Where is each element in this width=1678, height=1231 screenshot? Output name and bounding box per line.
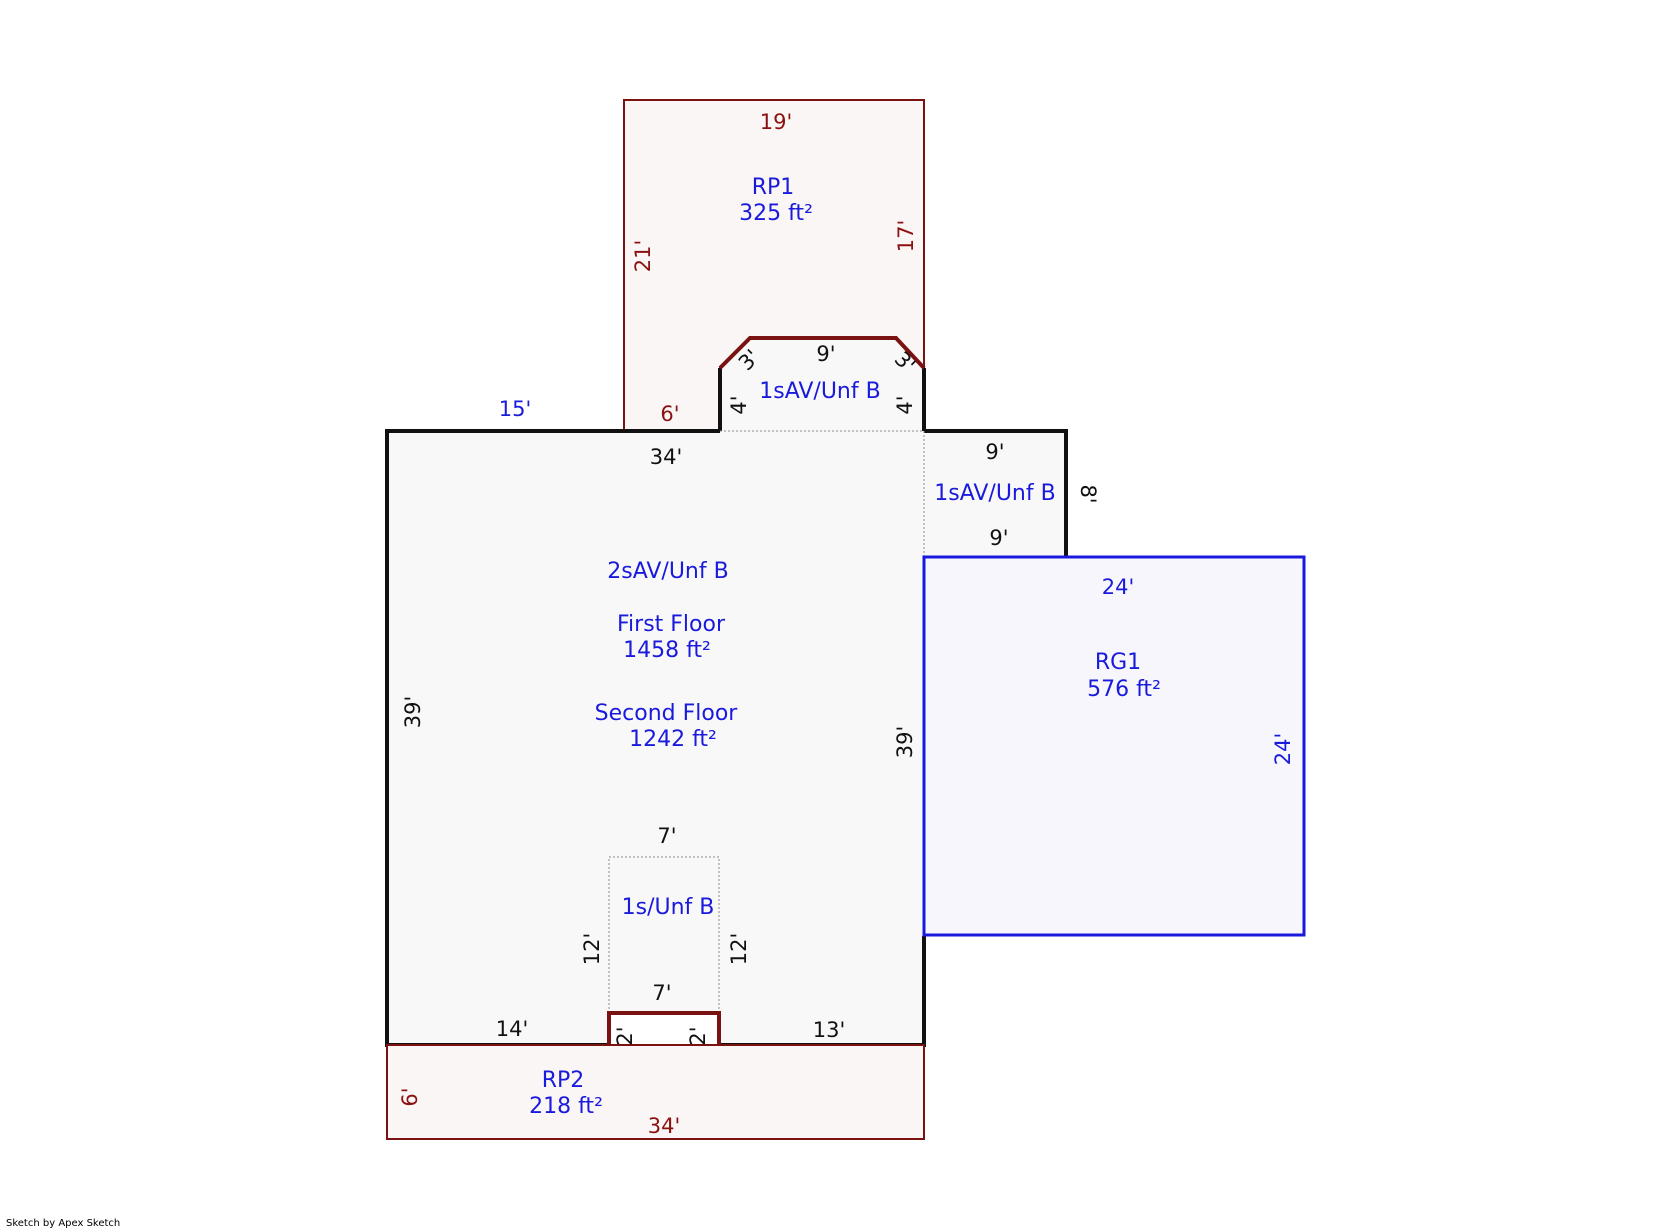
sketch-credit: Sketch by Apex Sketch (6, 1218, 120, 1229)
dim-main-bottom-right: 13' (813, 1018, 846, 1042)
bay-top-area (720, 338, 924, 431)
main-house-area (387, 431, 924, 1045)
dim-one-story-right: 12' (727, 933, 751, 966)
bay-right-name: 1sAV/Unf B (934, 481, 1055, 506)
dim-bay-top: 9' (816, 342, 835, 366)
rp2-name: RP2 (542, 1068, 585, 1093)
dim-one-story-bottom: 7' (652, 981, 671, 1005)
second-floor-area: 1242 ft² (629, 727, 717, 752)
bay-right-area (924, 431, 1066, 557)
dim-notch-left: 2' (613, 1026, 637, 1045)
bay-top-walls (718, 368, 926, 431)
rg1-garage-area (922, 555, 1306, 937)
dim-rg1-right: 24' (1271, 733, 1295, 766)
dim-one-story-left: 12' (580, 933, 604, 966)
rp2-area: 218 ft² (529, 1094, 603, 1119)
dim-rp2-left: 6' (398, 1087, 422, 1106)
one-story-name: 1s/Unf B (622, 895, 715, 920)
dim-rp1-bottom: 6' (660, 402, 679, 426)
first-floor-label: First Floor (617, 612, 726, 637)
second-floor-label: Second Floor (595, 701, 739, 726)
bay-top-name: 1sAV/Unf B (759, 379, 880, 404)
dim-bay-right-top: 9' (985, 440, 1004, 464)
dim-rp1-right: 17' (894, 220, 918, 253)
bay-top-porch-edge (718, 336, 926, 370)
dim-rp2-bottom: 34' (648, 1114, 681, 1138)
dim-bay-right: 4' (893, 395, 917, 414)
dim-bay-left: 4' (727, 395, 751, 414)
dim-rg1-top: 24' (1102, 575, 1135, 599)
dim-main-top: 34' (650, 445, 683, 469)
dim-bay-right-bottom: 9' (989, 526, 1008, 550)
first-floor-area: 1458 ft² (623, 638, 711, 663)
rp1-area: 325 ft² (739, 201, 813, 226)
dim-main-left: 39' (401, 696, 425, 729)
dim-main-right: 39' (893, 726, 917, 759)
rg1-area: 576 ft² (1087, 677, 1161, 702)
dim-rp1-left: 21' (631, 240, 655, 273)
dim-rp1-top: 19' (760, 110, 793, 134)
dim-one-story-top: 7' (657, 824, 676, 848)
main-name: 2sAV/Unf B (607, 559, 728, 584)
rp2-porch-area (386, 1044, 925, 1140)
dim-main-bottom-left: 14' (496, 1017, 529, 1041)
rp1-name: RP1 (752, 175, 795, 200)
dim-bay-right-side: 8' (1076, 484, 1100, 503)
one-story-area (608, 856, 720, 1014)
notch-porch-edge (607, 1011, 721, 1045)
rg1-name: RG1 (1095, 650, 1141, 675)
dim-notch-right: 2' (686, 1026, 710, 1045)
bay-right-walls (924, 429, 1068, 557)
dim-main-top-left: 15' (499, 397, 532, 421)
